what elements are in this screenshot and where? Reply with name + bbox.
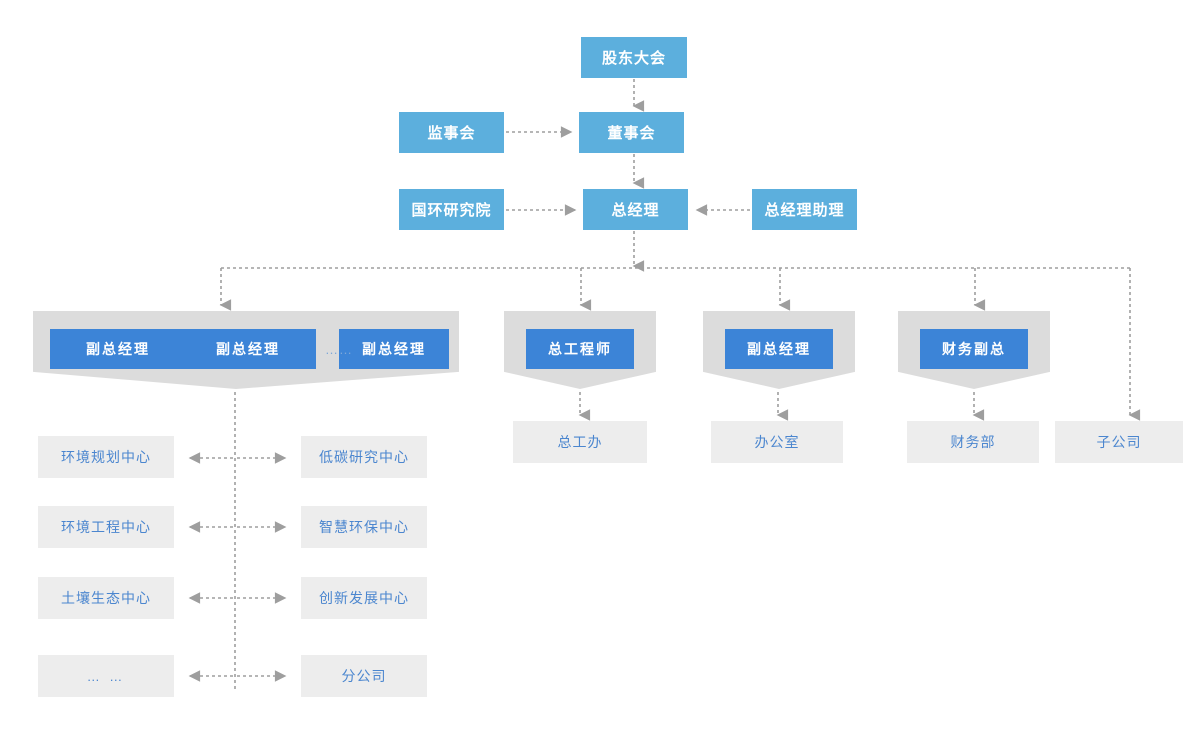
node-branch-company[interactable]: 分公司 bbox=[301, 655, 427, 697]
node-shareholders[interactable]: 股东大会 bbox=[581, 37, 687, 78]
node-low-carbon-center[interactable]: 低碳研究中心 bbox=[301, 436, 427, 478]
banner-chief-engineer-group: 总工程师 bbox=[504, 311, 656, 389]
node-env-planning-center[interactable]: 环境规划中心 bbox=[38, 436, 174, 478]
node-deputy-gm-ops[interactable]: 副总经理 bbox=[725, 329, 833, 369]
node-innovation-center[interactable]: 创新发展中心 bbox=[301, 577, 427, 619]
node-ce-office[interactable]: 总工办 bbox=[513, 421, 647, 463]
node-soil-ecology-center[interactable]: 土壤生态中心 bbox=[38, 577, 174, 619]
node-cfo[interactable]: 财务副总 bbox=[920, 329, 1028, 369]
node-subsidiary[interactable]: 子公司 bbox=[1055, 421, 1183, 463]
node-smart-env-center[interactable]: 智慧环保中心 bbox=[301, 506, 427, 548]
node-more-centers[interactable]: … … bbox=[38, 655, 174, 697]
node-deputy-gm-1[interactable]: 副总经理 bbox=[50, 329, 186, 369]
banner-ellipsis: …… bbox=[325, 341, 353, 357]
node-institute[interactable]: 国环研究院 bbox=[399, 189, 504, 230]
banner-deputy-gm-group: 副总经理副总经理副总经理…… bbox=[33, 311, 459, 389]
node-chief-engineer[interactable]: 总工程师 bbox=[526, 329, 634, 369]
banner-cfo-group: 财务副总 bbox=[898, 311, 1050, 389]
node-admin-office[interactable]: 办公室 bbox=[711, 421, 843, 463]
node-finance-dept[interactable]: 财务部 bbox=[907, 421, 1039, 463]
node-board[interactable]: 董事会 bbox=[579, 112, 684, 153]
banner-deputy-gm-ops-group: 副总经理 bbox=[703, 311, 855, 389]
node-general-manager[interactable]: 总经理 bbox=[583, 189, 688, 230]
node-deputy-gm-2[interactable]: 副总经理 bbox=[180, 329, 316, 369]
node-deputy-gm-3[interactable]: 副总经理 bbox=[339, 329, 449, 369]
node-gm-assistant[interactable]: 总经理助理 bbox=[752, 189, 857, 230]
node-supervisory[interactable]: 监事会 bbox=[399, 112, 504, 153]
node-env-engineering-center[interactable]: 环境工程中心 bbox=[38, 506, 174, 548]
